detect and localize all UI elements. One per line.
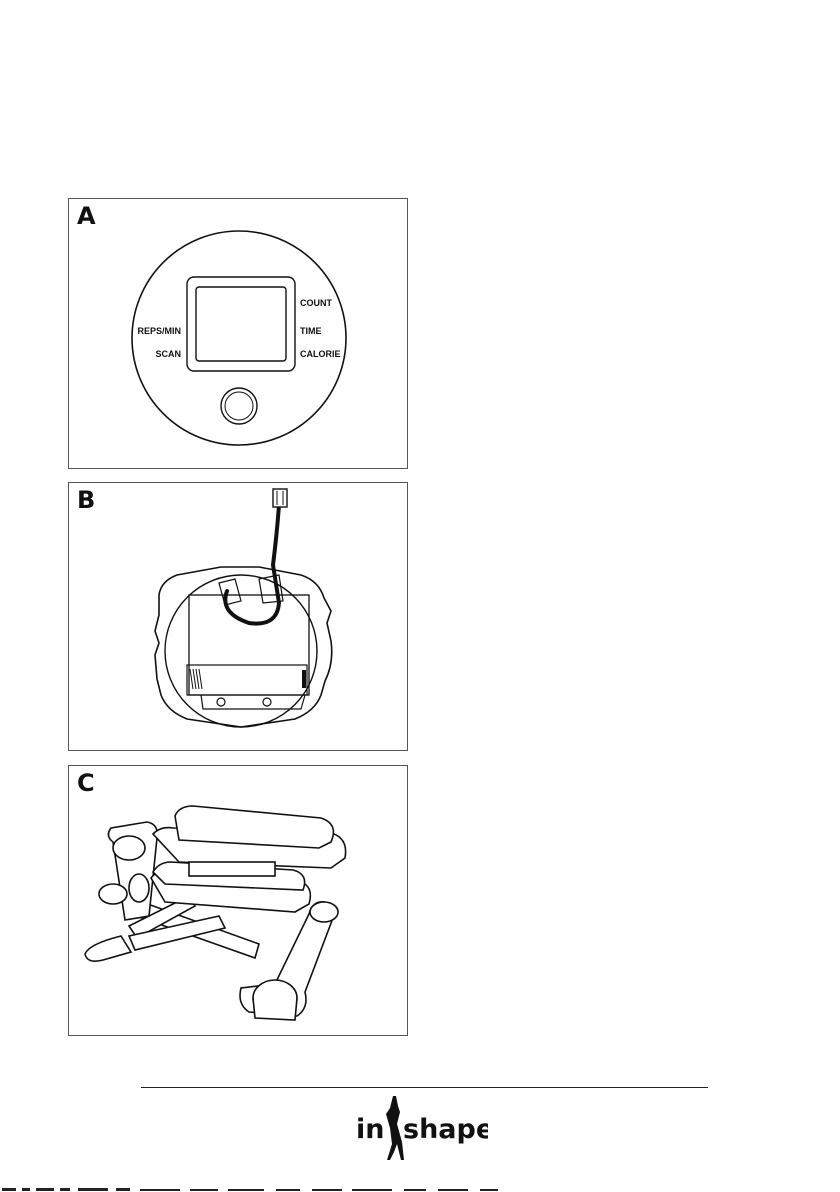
housing-outline	[155, 567, 332, 727]
battery-contact	[302, 670, 306, 688]
figure-panel-c: C	[68, 765, 408, 1036]
label-calorie: CALORIE	[300, 349, 341, 359]
console-monitor	[113, 836, 145, 860]
sensor-cable-lead	[273, 505, 279, 565]
spring-contact	[190, 669, 202, 689]
lcd-bezel	[187, 277, 295, 371]
label-time: TIME	[300, 326, 322, 336]
rear-foot-right	[310, 902, 338, 922]
battery-slot	[187, 665, 307, 695]
monitor-illustration: REPS/MIN SCAN COUNT TIME CALORIE	[69, 199, 408, 469]
inshape-logo: in shape	[352, 1094, 488, 1164]
socket-left	[219, 579, 241, 605]
label-scan: SCAN	[155, 349, 181, 359]
print-artifact-strip	[0, 1186, 520, 1192]
mode-button-inner	[225, 392, 253, 420]
battery-compartment-illustration	[69, 483, 408, 751]
sensor-cable	[225, 565, 279, 624]
monitor-housing	[132, 231, 346, 445]
figure-panel-a: A REPS/MIN SCAN COUNT TIME CALORIE	[68, 198, 408, 469]
footer-rule	[141, 1087, 708, 1088]
rear-foot-cap	[253, 998, 297, 1020]
logo-text-shape: shape	[403, 1114, 488, 1145]
lcd-screen	[196, 287, 286, 361]
resistance-cylinder	[129, 874, 149, 902]
housing-inner-ring	[165, 575, 317, 727]
hydraulic-linkage	[189, 862, 275, 876]
pedal-upper-top	[175, 806, 333, 848]
screw-left	[217, 698, 225, 706]
cable-plug	[273, 489, 287, 507]
battery-board	[189, 595, 309, 695]
stepper-illustration	[69, 766, 408, 1036]
label-reps-min: REPS/MIN	[137, 326, 181, 336]
mode-button	[221, 388, 257, 424]
screw-right	[263, 698, 271, 706]
logo-figure-icon	[386, 1096, 404, 1160]
figure-panel-b: B	[68, 482, 408, 751]
front-foot	[85, 936, 131, 961]
logo-text-in: in	[356, 1114, 384, 1145]
label-count: COUNT	[300, 298, 332, 308]
resistance-knob	[99, 884, 127, 904]
